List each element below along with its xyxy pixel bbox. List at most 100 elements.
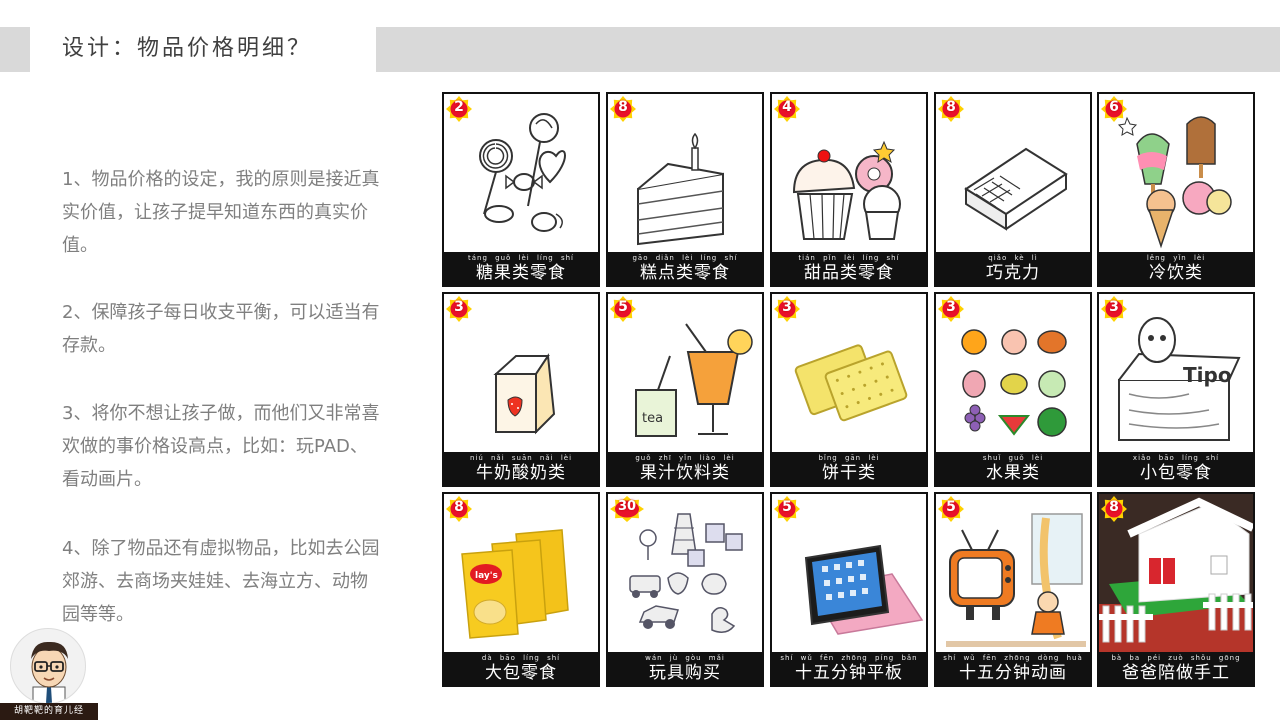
price-badge: 3: [1101, 296, 1127, 322]
card-pinyin: guǒ zhī yǐn liào lèi: [635, 454, 735, 462]
card-pinyin: lěng yǐn lèi: [1146, 254, 1206, 262]
burst-icon: [938, 96, 964, 122]
juice-icon: tea: [635, 323, 753, 437]
chips-bag-icon: lay's: [461, 529, 569, 639]
card-pinyin: xiǎo bāo líng shí: [1132, 454, 1220, 462]
card-name: 十五分钟动画: [959, 663, 1067, 683]
toys-icon: [629, 513, 743, 633]
burst-icon: [774, 296, 800, 322]
price-badge: 2: [446, 96, 472, 122]
header-band-left: [0, 27, 30, 72]
price-value: 3: [782, 299, 792, 315]
craft-house-icon: [1099, 494, 1253, 654]
burst-icon: [446, 96, 472, 122]
card-pinyin: bǐng gān lèi: [818, 454, 880, 462]
cartoon-dad-icon: [31, 641, 68, 703]
avatar: [10, 628, 86, 704]
card-pinyin: táng guǒ lèi líng shí: [468, 254, 574, 262]
price-badge: 8: [938, 96, 964, 122]
card-name: 大包零食: [485, 663, 557, 683]
price-badge: 30: [610, 496, 644, 522]
card-pinyin: shuǐ guǒ lèi: [982, 454, 1044, 462]
ice-cream-icon: [1117, 116, 1232, 249]
card-name: 冷饮类: [1149, 263, 1203, 283]
card-name: 水果类: [986, 463, 1040, 483]
burst-icon: [446, 496, 472, 522]
price-badge: 8: [1101, 496, 1127, 522]
tv-cartoon-icon: [946, 513, 1086, 647]
card-name: 十五分钟平板: [795, 663, 903, 683]
svg-text:tea: tea: [642, 411, 663, 426]
price-value: 3: [946, 299, 956, 315]
paragraph-1: 1、物品价格的设定，我的原则是接近真实价值，让孩子提早知道东西的真实价值。: [62, 169, 380, 256]
burst-icon: [938, 296, 964, 322]
card-pinyin: shí wǔ fēn zhōng píng bǎn: [780, 654, 918, 662]
burst-icon: [938, 496, 964, 522]
burst-icon: [774, 96, 800, 122]
price-badge: 4: [774, 96, 800, 122]
price-badge: 8: [446, 496, 472, 522]
chocolate-icon: [964, 147, 1068, 231]
card-name: 巧克力: [986, 263, 1040, 283]
card-name: 果汁饮料类: [640, 463, 730, 483]
cake-icon: [637, 132, 724, 246]
price-value: 4: [782, 99, 792, 115]
price-value: 8: [618, 99, 628, 115]
burst-icon: [1101, 496, 1127, 522]
price-value: 8: [946, 99, 956, 115]
price-value: 2: [454, 99, 464, 115]
card-name: 小包零食: [1140, 463, 1212, 483]
card-name: 甜品类零食: [804, 263, 894, 283]
header-band-right: [376, 27, 1280, 72]
price-badge: 3: [938, 296, 964, 322]
price-badge: 5: [938, 496, 964, 522]
burst-icon: [774, 496, 800, 522]
price-value: 5: [946, 499, 956, 515]
card-name: 糕点类零食: [640, 263, 730, 283]
paragraph-4: 4、除了物品还有虚拟物品，比如去公园郊游、去商场夹娃娃、去海立方、动物园等等。: [62, 538, 380, 625]
fruit-icon: [961, 329, 1067, 437]
card-pinyin: wán jù gòu mǎi: [645, 654, 725, 662]
card-pinyin: qiǎo kè lì: [988, 254, 1038, 262]
card-pinyin: tián pǐn lèi líng shí: [798, 254, 900, 262]
burst-icon: [610, 496, 644, 522]
burst-icon: [446, 296, 472, 322]
header-title-box: [30, 27, 376, 72]
price-badge: 3: [774, 296, 800, 322]
card-name: 爸爸陪做手工: [1122, 663, 1230, 683]
card-name: 饼干类: [822, 463, 876, 483]
card-pinyin: dà bāo líng shí: [481, 654, 561, 662]
price-value: 5: [618, 299, 628, 315]
slide-title: 设计：物品价格明细？: [62, 36, 313, 61]
price-badge: 6: [1101, 96, 1127, 122]
card-pinyin: bà ba péi zuò shǒu gōng: [1111, 654, 1241, 662]
candy-icon: [479, 113, 566, 232]
paragraph-2: 2、保障孩子每日收支平衡，可以适当有存款。: [62, 302, 380, 356]
card-pinyin: niú nǎi suān nǎi lèi: [469, 454, 573, 462]
milk-carton-icon: [493, 353, 556, 435]
price-value: 5: [782, 499, 792, 515]
card-name: 糖果类零食: [476, 263, 566, 283]
tablet-icon: [804, 544, 924, 635]
